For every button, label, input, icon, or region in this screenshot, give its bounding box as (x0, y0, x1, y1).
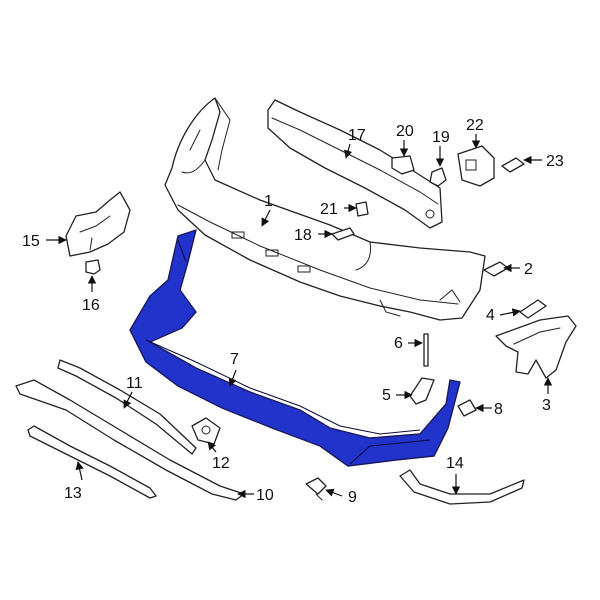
part-5-bracket[interactable] (409, 377, 435, 405)
part-15-bracket[interactable] (65, 191, 131, 257)
callout-4: 4 (486, 307, 495, 324)
callout-22: 22 (466, 117, 484, 134)
part-22-sensor-module[interactable] (457, 145, 495, 187)
part-11-trim-strip[interactable] (57, 359, 197, 455)
part-7-lower-valance-highlighted[interactable] (129, 229, 461, 467)
callout-5: 5 (382, 387, 391, 404)
part-23-bolt[interactable] (501, 157, 525, 173)
callout-20: 20 (396, 123, 414, 140)
part-4-screw[interactable] (519, 299, 547, 319)
leader-7 (228, 369, 237, 387)
part-13-molding[interactable] (27, 425, 157, 499)
callout-15: 15 (22, 233, 40, 250)
callout-10: 10 (256, 487, 274, 504)
callout-21: 21 (320, 201, 338, 218)
callout-11: 11 (126, 375, 143, 392)
callout-2: 2 (524, 261, 533, 278)
part-21-clip[interactable] (355, 201, 369, 217)
callout-12: 12 (212, 455, 230, 472)
callout-14: 14 (446, 455, 464, 472)
callout-labels: 1 2 3 4 5 6 7 8 9 10 11 12 13 14 15 16 1… (22, 117, 564, 506)
part-14-trim-piece[interactable] (399, 469, 525, 505)
part-12-sensor[interactable] (191, 417, 221, 445)
leader-9 (325, 488, 343, 497)
leader-12 (207, 441, 217, 453)
part-6-pin[interactable] (423, 333, 429, 367)
part-1-bumper-cover[interactable] (164, 97, 486, 321)
leader-11 (123, 391, 133, 409)
part-19-clip[interactable] (429, 167, 447, 187)
part-8-clip[interactable] (457, 399, 477, 417)
callout-1: 1 (264, 193, 273, 210)
callout-16: 16 (82, 297, 100, 314)
callout-6: 6 (394, 335, 403, 352)
highlighted-part-shape (129, 229, 461, 467)
leader-arrows (46, 134, 553, 499)
callout-9: 9 (348, 489, 357, 506)
callout-18: 18 (294, 227, 312, 244)
part-2-bolt[interactable] (483, 261, 509, 277)
part-16-clip[interactable] (85, 259, 101, 275)
callout-7: 7 (230, 351, 239, 368)
part-3-bracket[interactable] (495, 315, 577, 379)
part-18-screw[interactable] (331, 227, 355, 241)
callout-3: 3 (542, 397, 551, 414)
callout-13: 13 (64, 485, 82, 502)
leader-17 (344, 143, 353, 159)
callout-17: 17 (348, 127, 366, 144)
leader-13 (75, 461, 84, 481)
callout-19: 19 (432, 129, 450, 146)
part-17-impact-bar[interactable] (267, 99, 443, 229)
part-9-harness-connector[interactable] (305, 477, 327, 501)
callout-8: 8 (494, 401, 503, 418)
leader-4 (499, 308, 521, 317)
callout-23: 23 (546, 153, 564, 170)
leader-1 (261, 209, 271, 227)
